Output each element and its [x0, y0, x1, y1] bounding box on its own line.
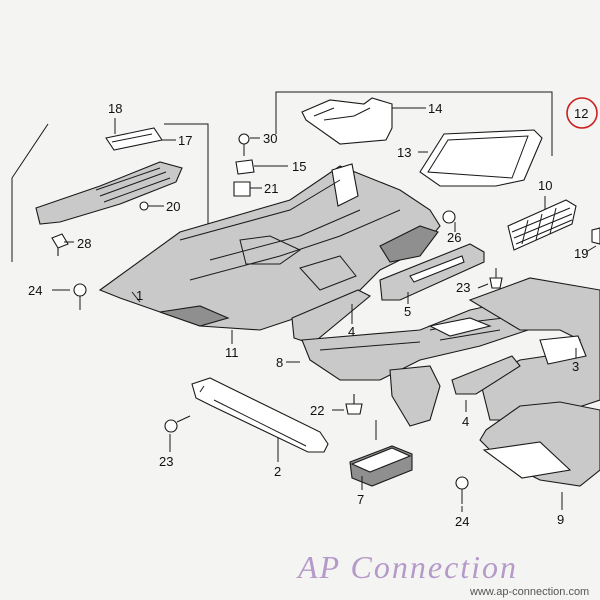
callout-23-right: 23: [456, 280, 470, 295]
group-box-18: [11, 123, 209, 262]
part-14-floor-mat[interactable]: [301, 97, 393, 145]
callout-17: 17: [178, 133, 192, 148]
callout-4-b: 4: [462, 414, 469, 429]
callout-10: 10: [538, 178, 552, 193]
part-28-fastener[interactable]: [51, 233, 69, 256]
callout-11: 11: [225, 345, 239, 360]
callout-1: 1: [136, 288, 143, 303]
callout-7: 7: [357, 492, 364, 507]
part-18-trim[interactable]: [105, 127, 163, 151]
part-23-clip-left[interactable]: [164, 419, 178, 433]
callout-3: 3: [572, 359, 579, 374]
part-10-cargo-net[interactable]: [507, 199, 577, 251]
part-24-clip-top[interactable]: [73, 283, 87, 297]
part-4-panel-rear[interactable]: [451, 355, 521, 395]
callout-13: 13: [397, 145, 411, 160]
leader-lines: [52, 107, 597, 512]
callout-5: 5: [404, 304, 411, 319]
callout-2: 2: [274, 464, 281, 479]
callout-8: 8: [276, 355, 283, 370]
part-trim-curve[interactable]: [389, 365, 441, 427]
callout-12: 12: [574, 106, 588, 121]
part-30-bolt[interactable]: [238, 133, 250, 145]
callout-4-a: 4: [348, 324, 355, 339]
part-20-clip[interactable]: [139, 201, 149, 211]
callout-20: 20: [166, 199, 180, 214]
callout-15: 15: [292, 159, 306, 174]
callout-21: 21: [264, 181, 278, 196]
part-4-panel[interactable]: [291, 289, 372, 345]
callout-18: 18: [108, 101, 122, 116]
watermark-brand: AP Connection: [296, 549, 518, 585]
part-19-clip[interactable]: [591, 227, 600, 245]
part-15-bracket[interactable]: [235, 159, 255, 175]
callout-22: 22: [310, 403, 324, 418]
callout-9: 9: [557, 512, 564, 527]
callout-19: 19: [574, 246, 588, 261]
part-22-fastener[interactable]: [345, 394, 363, 415]
callout-28: 28: [77, 236, 91, 251]
part-24-clip-bottom[interactable]: [455, 476, 469, 490]
watermark-url: www.ap-connection.com: [469, 586, 589, 598]
callout-26: 26: [447, 230, 461, 245]
highlight-circle-12: [566, 97, 598, 129]
callout-24-bottom: 24: [455, 514, 469, 529]
callout-14: 14: [428, 101, 442, 116]
part-21-clip[interactable]: [233, 181, 251, 197]
part-13-floor-mat[interactable]: [419, 129, 543, 187]
part-23-clip-right[interactable]: [489, 277, 503, 289]
part-2-sill-plate[interactable]: [191, 377, 329, 453]
group-box-12: [275, 91, 553, 156]
callout-30: 30: [263, 131, 277, 146]
callout-numbers: 18 17 30 15 21 20 28 14 13 12 10 26 19 2…: [28, 101, 588, 529]
callout-24-top: 24: [28, 283, 42, 298]
part-26-nut[interactable]: [442, 210, 456, 224]
callout-23-left: 23: [159, 454, 173, 469]
